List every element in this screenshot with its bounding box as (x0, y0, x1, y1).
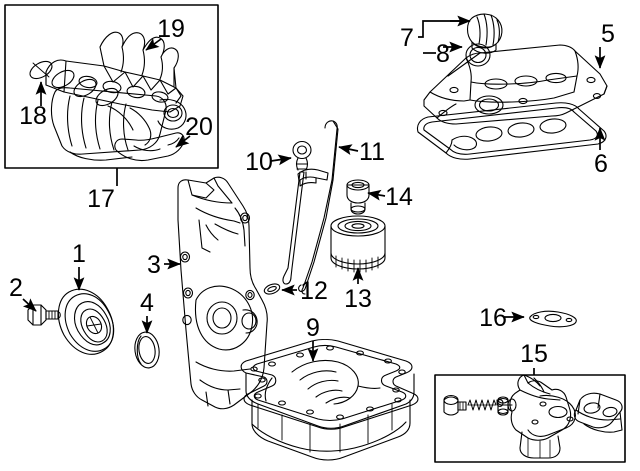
part-dipstick-tube-o-ring (263, 283, 281, 295)
callout-label-12: 12 (300, 277, 328, 305)
callout-label-8: 8 (436, 40, 450, 68)
part-oil-pump-relief-plug (443, 394, 467, 416)
part-crankshaft-pulley (57, 288, 115, 355)
part-oil-pump-relief-spring (467, 399, 497, 411)
callout-label-15: 15 (520, 340, 548, 368)
part-oil-pump-gasket (529, 310, 577, 328)
callout-label-6: 6 (594, 150, 608, 178)
part-oil-pump-body (496, 374, 576, 459)
callout-label-3: 3 (147, 251, 161, 279)
callout-label-5: 5 (601, 20, 615, 48)
part-oil-filter (330, 215, 386, 273)
part-oil-level-dipstick (282, 140, 312, 285)
callout-labels: 1 2 3 4 5 6 7 8 9 10 11 12 13 14 15 16 1… (9, 15, 615, 368)
callout-label-19: 19 (157, 15, 185, 43)
part-oil-filler-cap (466, 13, 503, 54)
part-valve-cover (423, 44, 608, 125)
callout-label-11: 11 (359, 138, 385, 166)
callout-label-20: 20 (185, 113, 213, 141)
callout-label-2: 2 (9, 274, 23, 302)
callout-label-9: 9 (306, 314, 320, 342)
callout-label-13: 13 (344, 285, 372, 313)
callout-label-14: 14 (385, 183, 413, 211)
callout-label-7: 7 (400, 24, 414, 52)
part-oil-filter-union-bolt (346, 179, 370, 215)
part-oil-pan (240, 338, 419, 461)
group-box-17 (4, 4, 219, 169)
part-intake-manifold-gasket (29, 60, 119, 107)
callout-label-10: 10 (245, 148, 273, 176)
callout-leaders (116, 20, 535, 375)
callout-label-1: 1 (72, 240, 86, 268)
callout-label-18: 18 (19, 102, 47, 130)
part-timing-chain-cover (177, 176, 268, 410)
part-dipstick-guide-tube (297, 120, 339, 295)
callout-label-17: 17 (87, 185, 115, 213)
callout-label-16: 16 (479, 304, 507, 332)
part-oil-pump-cover-plate (573, 392, 623, 433)
part-front-crankshaft-seal (134, 331, 160, 369)
callout-label-4: 4 (140, 289, 154, 317)
callout-arrows (22, 38, 606, 362)
